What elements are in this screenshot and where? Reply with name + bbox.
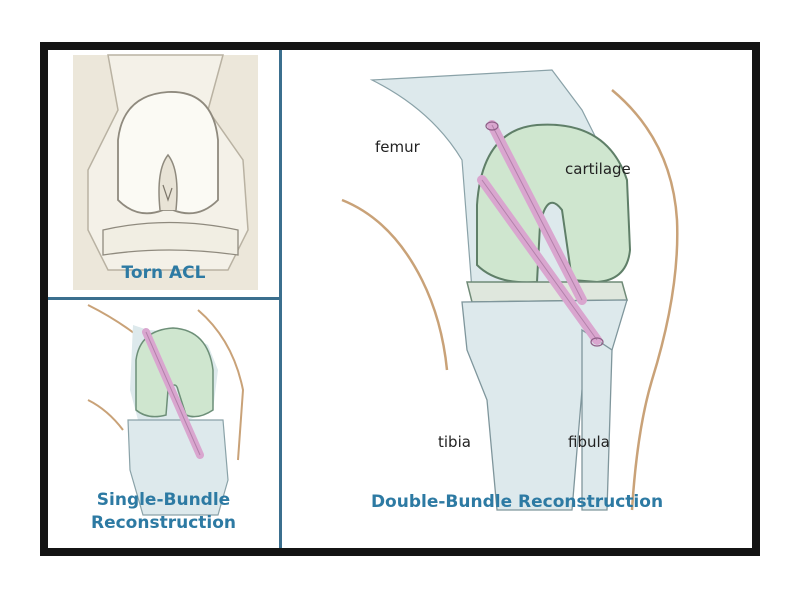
femur-label: femur xyxy=(375,138,420,156)
single-bundle-caption-line1: Single-Bundle xyxy=(96,490,231,510)
fibula-label: fibula xyxy=(568,433,610,451)
tibia-label: tibia xyxy=(438,433,471,451)
torn-acl-caption: Torn ACL xyxy=(121,263,206,283)
torn-acl-illustration xyxy=(73,54,258,290)
cartilage-label: cartilage xyxy=(565,160,631,178)
torn-acl-panel: Torn ACL xyxy=(48,50,279,297)
panel-divider-vertical xyxy=(279,50,282,548)
double-bundle-panel: femur cartilage tibia fibula Double-Bund… xyxy=(282,50,752,548)
panel-divider-horizontal xyxy=(48,297,280,300)
single-bundle-panel: Single-Bundle Reconstruction xyxy=(48,300,279,548)
single-bundle-caption-line2: Reconstruction xyxy=(90,513,237,533)
single-bundle-illustration xyxy=(87,304,245,516)
double-bundle-caption: Double-Bundle Reconstruction xyxy=(370,492,664,512)
double-bundle-illustration xyxy=(341,69,679,511)
